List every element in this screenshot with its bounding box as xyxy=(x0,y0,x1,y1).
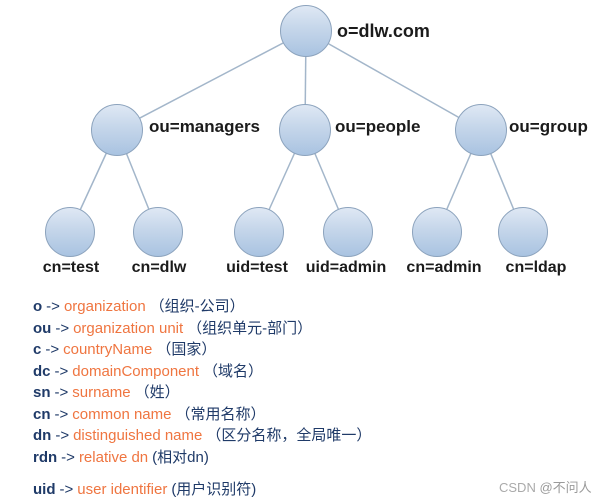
legend-note: (用户识别符) xyxy=(171,481,257,498)
tree-node-label-cn-ldap: cn=ldap xyxy=(505,259,567,276)
tree-node-label-root: o=dlw.com xyxy=(337,21,430,41)
legend-abbr: dn xyxy=(33,427,52,444)
legend-note: （区分名称，全局唯一） xyxy=(206,427,372,444)
tree-edge xyxy=(305,30,482,131)
csdn-watermark: CSDN @不问人 xyxy=(499,477,592,496)
legend-arrow: -> xyxy=(55,319,70,337)
tree-node-label-ou-managers: ou=managers xyxy=(149,117,261,136)
legend-arrow: -> xyxy=(45,341,60,358)
legend-note: (相对dn) xyxy=(152,448,209,466)
tree-node-label-uid-test: uid=test xyxy=(226,259,288,276)
legend-row: cn->common name（常用名称） xyxy=(33,404,371,426)
tree-node-cn-test xyxy=(45,207,95,257)
tree-node-label-uid-admin: uid=admin xyxy=(305,259,387,276)
legend-arrow: -> xyxy=(54,362,69,380)
legend-row: sn->surname（姓） xyxy=(33,382,371,404)
legend-abbr: uid xyxy=(33,481,56,498)
csdn-watermark-brand: CSDN xyxy=(499,480,536,495)
legend-arrow: -> xyxy=(54,405,69,423)
tree-node-label-cn-admin: cn=admin xyxy=(406,259,482,276)
csdn-watermark-handle: @不问人 xyxy=(539,480,592,495)
legend-arrow: -> xyxy=(54,384,69,401)
tree-node-root xyxy=(280,5,332,57)
legend-note: （组织单元-部门） xyxy=(187,319,313,337)
legend-term: user identifier xyxy=(77,481,168,498)
legend-row: dc->domainComponent（域名） xyxy=(33,361,371,383)
legend-arrow: -> xyxy=(46,298,60,315)
legend-note: （国家） xyxy=(156,341,217,358)
tree-edge xyxy=(116,30,307,131)
legend-arrow: -> xyxy=(59,481,74,498)
legend-note: （姓） xyxy=(134,384,180,401)
legend-abbr: o xyxy=(33,298,43,315)
tree-node-uid-test xyxy=(234,207,284,257)
legend-note: （组织-公司） xyxy=(149,298,245,315)
tree-node-ou-people xyxy=(279,104,331,156)
legend-row: o->organization（组织-公司） xyxy=(33,296,371,318)
legend-term: domainComponent xyxy=(72,362,200,380)
tree-node-cn-dlw xyxy=(133,207,183,257)
legend-row: rdn->relative dn(相对dn) xyxy=(33,447,371,469)
legend-arrow: -> xyxy=(61,448,75,466)
legend-term: distinguished name xyxy=(73,427,203,444)
tree-node-label-ou-people: ou=people xyxy=(335,117,421,136)
tree-node-ou-group xyxy=(455,104,507,156)
tree-node-label-cn-dlw: cn=dlw xyxy=(131,259,187,276)
legend-row: c->countryName（国家） xyxy=(33,339,371,361)
legend-arrow: -> xyxy=(55,427,70,444)
tree-node-label-cn-test: cn=test xyxy=(42,259,100,276)
legend-term: relative dn xyxy=(78,448,149,466)
legend-abbr: dc xyxy=(33,362,51,380)
legend-row: dn->distinguished name（区分名称，全局唯一） xyxy=(33,425,371,447)
legend-row: uid->user identifier(用户识别符) xyxy=(33,479,371,501)
legend-term: organization unit xyxy=(73,319,184,337)
legend-note: （常用名称） xyxy=(175,405,266,423)
tree-node-uid-admin xyxy=(323,207,373,257)
legend-term: organization xyxy=(63,298,146,315)
legend-abbr: rdn xyxy=(33,448,58,466)
ldap-abbreviation-legend: o->organization（组织-公司） ou->organization … xyxy=(33,296,371,501)
tree-node-cn-ldap xyxy=(498,207,548,257)
legend-abbr: c xyxy=(33,341,42,358)
legend-row: ou->organization unit（组织单元-部门） xyxy=(33,318,371,340)
legend-note: （域名） xyxy=(203,362,264,380)
tree-node-ou-managers xyxy=(91,104,143,156)
legend-term: common name xyxy=(72,405,172,423)
legend-abbr: sn xyxy=(33,384,51,401)
legend-term: countryName xyxy=(63,341,153,358)
tree-node-label-ou-group: ou=group xyxy=(509,117,588,136)
legend-abbr: cn xyxy=(33,405,51,423)
legend-abbr: ou xyxy=(33,319,52,337)
tree-node-cn-admin xyxy=(412,207,462,257)
legend-term: surname xyxy=(72,384,131,401)
